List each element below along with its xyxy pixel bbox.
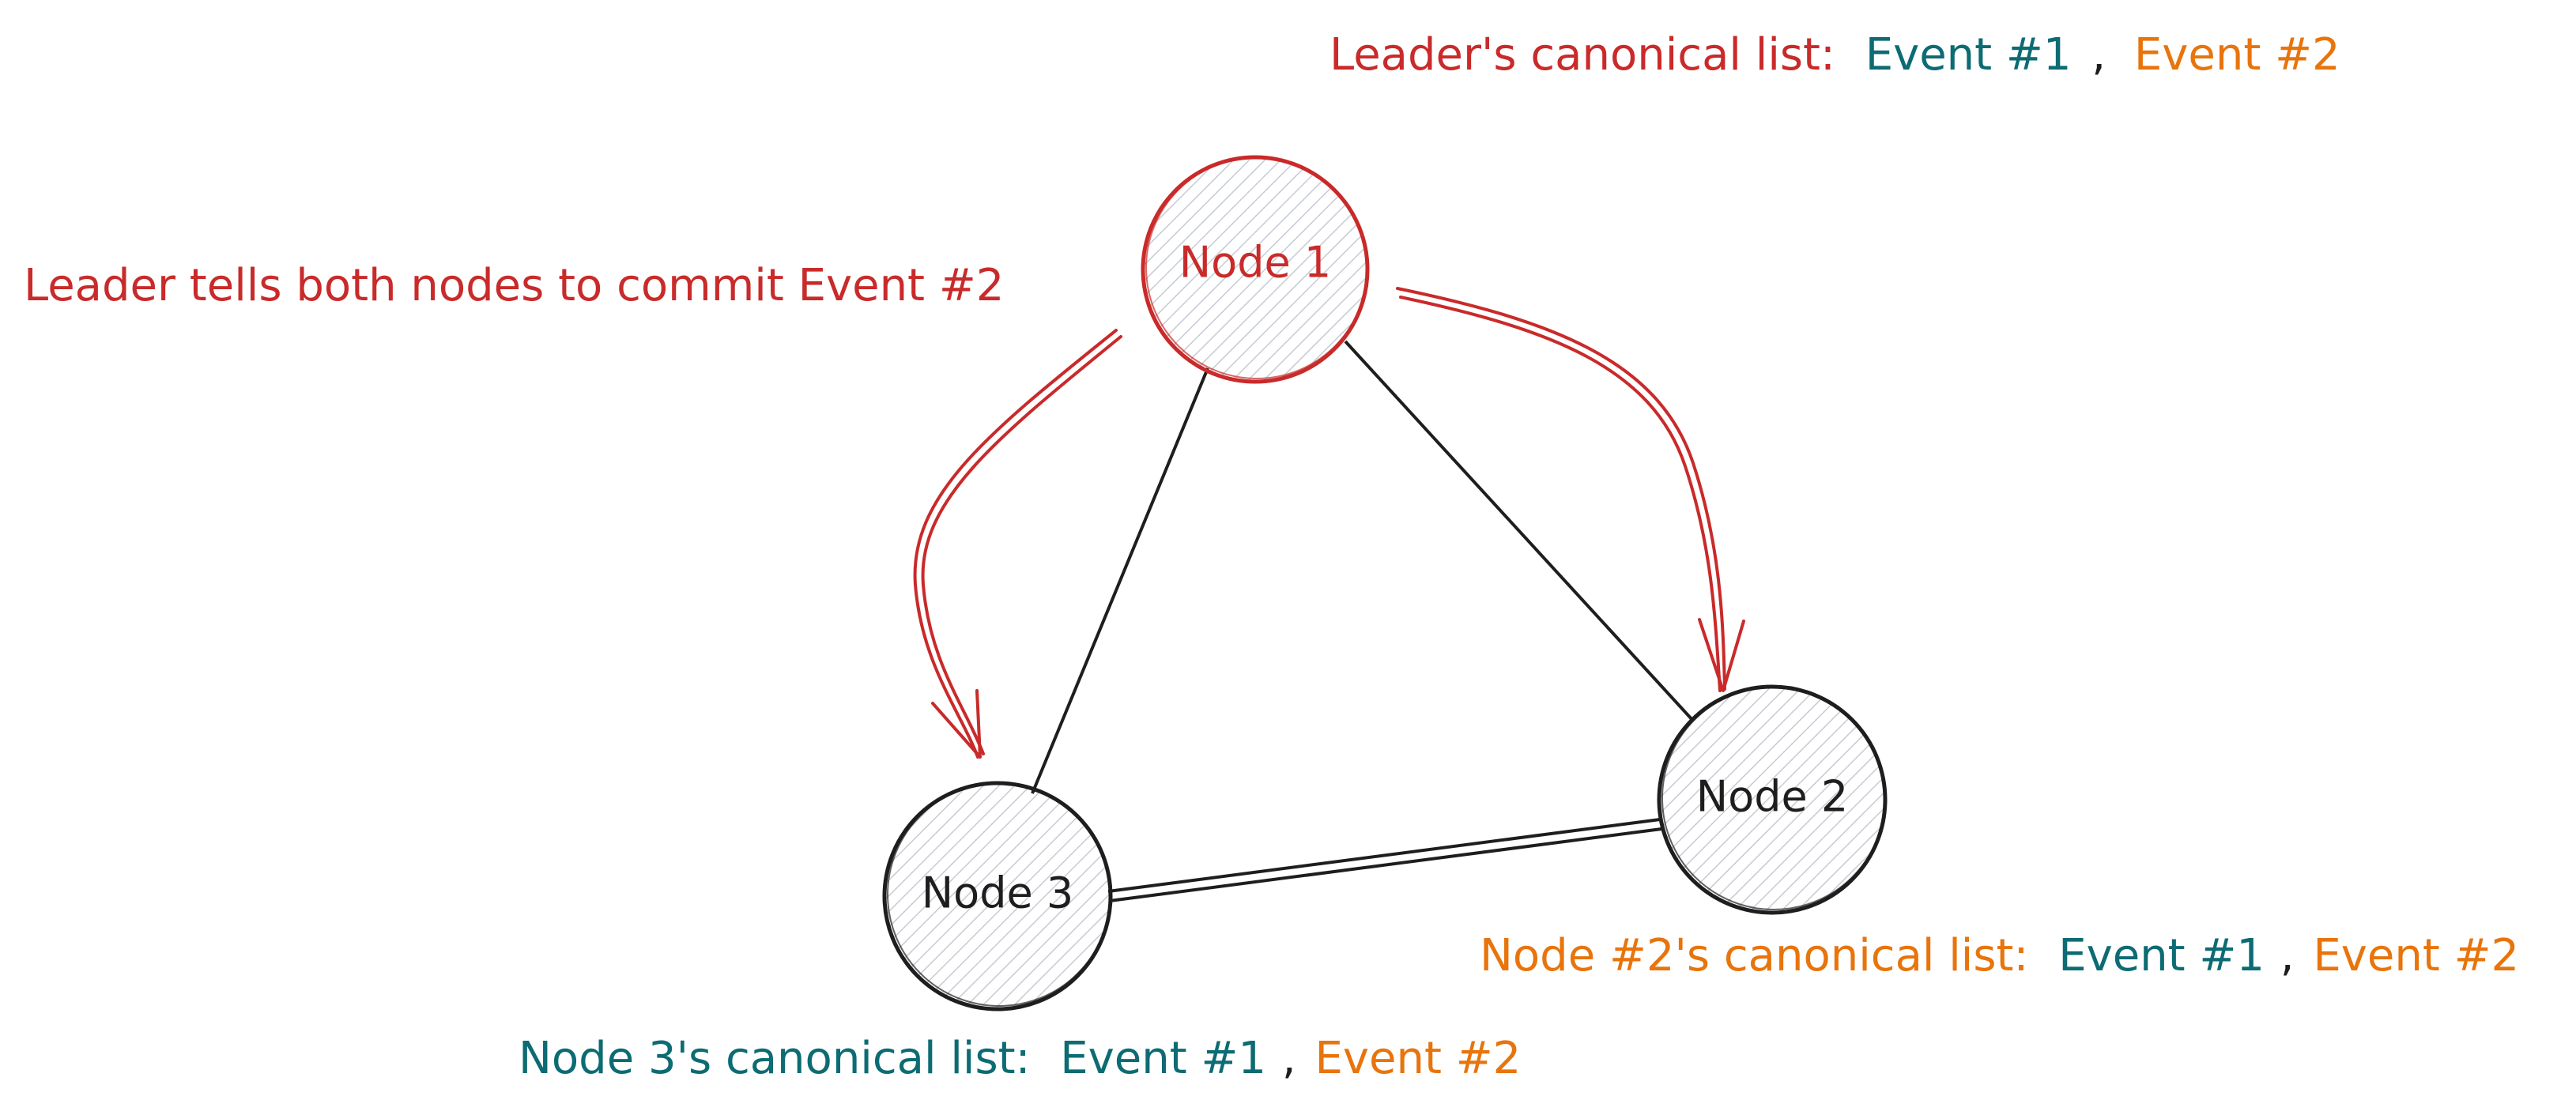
node2-list-event-2: Event #2 <box>2313 930 2519 981</box>
leader-list-event-2: Event #2 <box>2134 29 2340 81</box>
node-1-label: Node 1 <box>1179 238 1331 288</box>
leader-action-note: Leader tells both nodes to commit Event … <box>24 260 1004 311</box>
leader-list-event-1: Event #1 <box>1865 29 2072 81</box>
node-3-label: Node 3 <box>922 868 1073 918</box>
edge-node1-node3 <box>1031 367 1209 794</box>
node-2[interactable]: Node 2 <box>1657 684 1888 915</box>
node-2-label: Node 2 <box>1696 772 1848 822</box>
leader-list-separator: , <box>2091 29 2106 81</box>
leader-list-prefix: Leader's canonical list: <box>1329 29 1835 81</box>
node3-list-separator: , <box>1282 1033 1296 1084</box>
arrow-leader-to-node2 <box>1396 287 1745 692</box>
node3-canonical-list: Node 3's canonical list: Event #1 , Even… <box>519 1033 1521 1084</box>
node2-canonical-list: Node #2's canonical list: Event #1 , Eve… <box>1480 930 2519 981</box>
node3-list-event-1: Event #1 <box>1060 1033 1266 1084</box>
leader-canonical-list: Leader's canonical list: Event #1 , Even… <box>1329 29 2340 81</box>
edge-node1-node2 <box>1344 340 1695 722</box>
edge-node3-node2 <box>1107 818 1662 902</box>
node3-list-prefix: Node 3's canonical list: <box>519 1033 1030 1084</box>
node2-list-prefix: Node #2's canonical list: <box>1480 930 2028 981</box>
arrow-leader-to-node3 <box>913 329 1122 759</box>
node-1[interactable]: Node 1 <box>1141 155 1370 384</box>
node2-list-separator: , <box>2280 930 2295 981</box>
node2-list-event-1: Event #1 <box>2058 930 2265 981</box>
node-3[interactable]: Node 3 <box>882 781 1113 1011</box>
node3-list-event-2: Event #2 <box>1314 1033 1521 1084</box>
